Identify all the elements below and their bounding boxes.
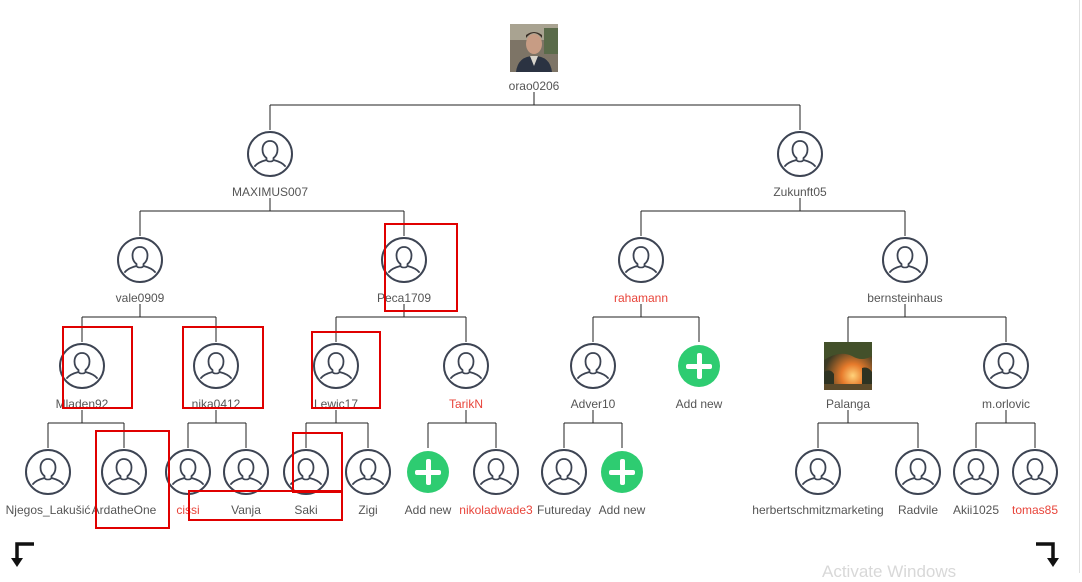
annotation-box bbox=[311, 331, 381, 409]
username-label[interactable]: Vanja bbox=[231, 503, 261, 517]
username-label[interactable]: herbertschmitzmarketing bbox=[752, 503, 884, 517]
username-label[interactable]: TarikN bbox=[448, 397, 483, 411]
annotation-box bbox=[182, 326, 264, 409]
user-avatar-icon[interactable] bbox=[777, 131, 823, 177]
username-label[interactable]: vale0909 bbox=[115, 291, 165, 305]
user-avatar-icon[interactable] bbox=[345, 449, 391, 495]
username-label[interactable]: Saki bbox=[294, 503, 318, 517]
user-avatar-icon[interactable] bbox=[117, 237, 163, 283]
user-avatar-icon[interactable] bbox=[101, 449, 147, 495]
user-avatar-icon[interactable] bbox=[381, 237, 427, 283]
annotation-box bbox=[384, 223, 458, 312]
username-label[interactable]: Peca1709 bbox=[376, 291, 432, 305]
user-avatar-icon[interactable] bbox=[795, 449, 841, 495]
username-label[interactable]: Futureday bbox=[536, 503, 592, 517]
annotation-box bbox=[188, 490, 343, 521]
user-avatar-icon[interactable] bbox=[953, 449, 999, 495]
profile-photo[interactable] bbox=[510, 24, 558, 72]
user-avatar-icon[interactable] bbox=[283, 449, 329, 495]
username-label[interactable]: bernsteinhaus bbox=[867, 291, 943, 305]
user-avatar-icon[interactable] bbox=[165, 449, 211, 495]
sunset-photo[interactable] bbox=[824, 342, 872, 390]
username-label[interactable]: rahamann bbox=[613, 291, 669, 305]
arrow-turn-left-icon[interactable] bbox=[8, 540, 36, 568]
user-avatar-icon[interactable] bbox=[313, 343, 359, 389]
user-avatar-icon[interactable] bbox=[25, 449, 71, 495]
username-label[interactable]: Zigi bbox=[358, 503, 378, 517]
user-avatar-icon[interactable] bbox=[895, 449, 941, 495]
user-avatar-icon[interactable] bbox=[882, 237, 928, 283]
annotation-box bbox=[292, 432, 343, 493]
plus-icon[interactable] bbox=[678, 345, 720, 387]
username-label[interactable]: Palanga bbox=[825, 397, 871, 411]
add-new-label[interactable]: Add new bbox=[404, 503, 452, 517]
username-label[interactable]: Njegos_Lakušić bbox=[5, 503, 91, 517]
username-label[interactable]: Zukunft05 bbox=[773, 185, 827, 199]
user-avatar-icon[interactable] bbox=[247, 131, 293, 177]
right-edge-divider bbox=[1079, 0, 1080, 573]
arrow-turn-right-icon[interactable] bbox=[1034, 540, 1062, 568]
username-label[interactable]: Adver10 bbox=[570, 397, 616, 411]
username-label[interactable]: nikoladwade3 bbox=[459, 503, 533, 517]
user-avatar-icon[interactable] bbox=[193, 343, 239, 389]
user-avatar-icon[interactable] bbox=[473, 449, 519, 495]
user-avatar-icon[interactable] bbox=[541, 449, 587, 495]
user-avatar-icon[interactable] bbox=[618, 237, 664, 283]
username-label[interactable]: tomas85 bbox=[1011, 503, 1059, 517]
plus-icon[interactable] bbox=[407, 451, 449, 493]
add-new-label[interactable]: Add new bbox=[598, 503, 646, 517]
username-label[interactable]: orao0206 bbox=[508, 79, 560, 93]
user-avatar-icon[interactable] bbox=[443, 343, 489, 389]
username-label[interactable]: Akii1025 bbox=[952, 503, 1000, 517]
add-new-label[interactable]: Add new bbox=[675, 397, 723, 411]
activate-windows-watermark: Activate Windows bbox=[822, 562, 957, 581]
user-avatar-icon[interactable] bbox=[59, 343, 105, 389]
plus-icon[interactable] bbox=[601, 451, 643, 493]
username-label[interactable]: Radvile bbox=[897, 503, 939, 517]
annotation-box bbox=[62, 326, 133, 409]
user-avatar-icon[interactable] bbox=[1012, 449, 1058, 495]
username-label[interactable]: ArdatheOne bbox=[91, 503, 157, 517]
annotation-box bbox=[95, 430, 170, 529]
user-avatar-icon[interactable] bbox=[223, 449, 269, 495]
user-avatar-icon[interactable] bbox=[983, 343, 1029, 389]
username-label[interactable]: MAXIMUS007 bbox=[231, 185, 309, 199]
username-label[interactable]: m.orlovic bbox=[981, 397, 1030, 411]
user-avatar-icon[interactable] bbox=[570, 343, 616, 389]
